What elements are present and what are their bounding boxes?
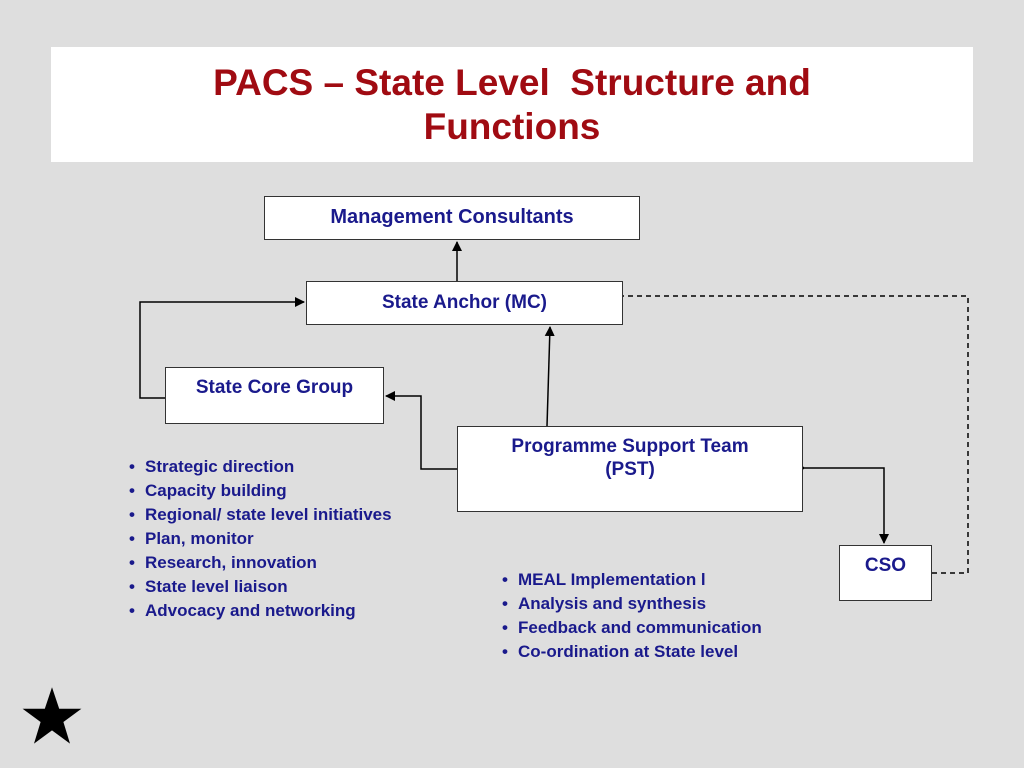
core-group-functions-list: Strategic direction Capacity building Re… bbox=[127, 455, 392, 623]
arrow-pst-to-core bbox=[385, 391, 457, 470]
list-item: Capacity building bbox=[127, 479, 392, 503]
node-state-core-group-label: State Core Group bbox=[195, 377, 354, 398]
node-pst-label-line-2: (PST) bbox=[605, 459, 655, 480]
list-item: MEAL Implementation l bbox=[500, 568, 762, 592]
list-item: Regional/ state level initiatives bbox=[127, 503, 392, 527]
page-title-line-1: PACS – State Level Structure and bbox=[213, 61, 811, 103]
arrow-pst-to-anchor bbox=[544, 326, 555, 427]
node-management-consultants-label: Management Consultants bbox=[330, 206, 574, 228]
node-management-consultants: Management Consultants bbox=[264, 196, 640, 240]
node-state-core-group: State Core Group bbox=[165, 367, 384, 424]
arrow-pst-cso bbox=[796, 463, 889, 544]
node-cso-label: CSO bbox=[864, 555, 907, 576]
star-icon bbox=[22, 687, 82, 744]
node-pst-label-line-1: Programme Support Team bbox=[511, 436, 749, 457]
node-state-anchor: State Anchor (MC) bbox=[306, 281, 623, 325]
pst-functions-list: MEAL Implementation l Analysis and synth… bbox=[500, 568, 762, 664]
list-item: Research, innovation bbox=[127, 551, 392, 575]
page-title-line-2: Functions bbox=[423, 105, 601, 147]
node-cso: CSO bbox=[839, 545, 932, 601]
list-item: Feedback and communication bbox=[500, 616, 762, 640]
arrow-core-to-anchor bbox=[139, 297, 305, 399]
list-item: Strategic direction bbox=[127, 455, 392, 479]
node-programme-support-team: Programme Support Team (PST) bbox=[457, 426, 803, 512]
list-item: Advocacy and networking bbox=[127, 599, 392, 623]
list-item: Co-ordination at State level bbox=[500, 640, 762, 664]
list-item: State level liaison bbox=[127, 575, 392, 599]
list-item: Plan, monitor bbox=[127, 527, 392, 551]
title-banner: PACS – State Level Structure and Functio… bbox=[51, 47, 973, 162]
list-item: Analysis and synthesis bbox=[500, 592, 762, 616]
node-state-anchor-label: State Anchor (MC) bbox=[381, 292, 548, 313]
dashed-arrow-cso-to-anchor bbox=[565, 291, 969, 578]
